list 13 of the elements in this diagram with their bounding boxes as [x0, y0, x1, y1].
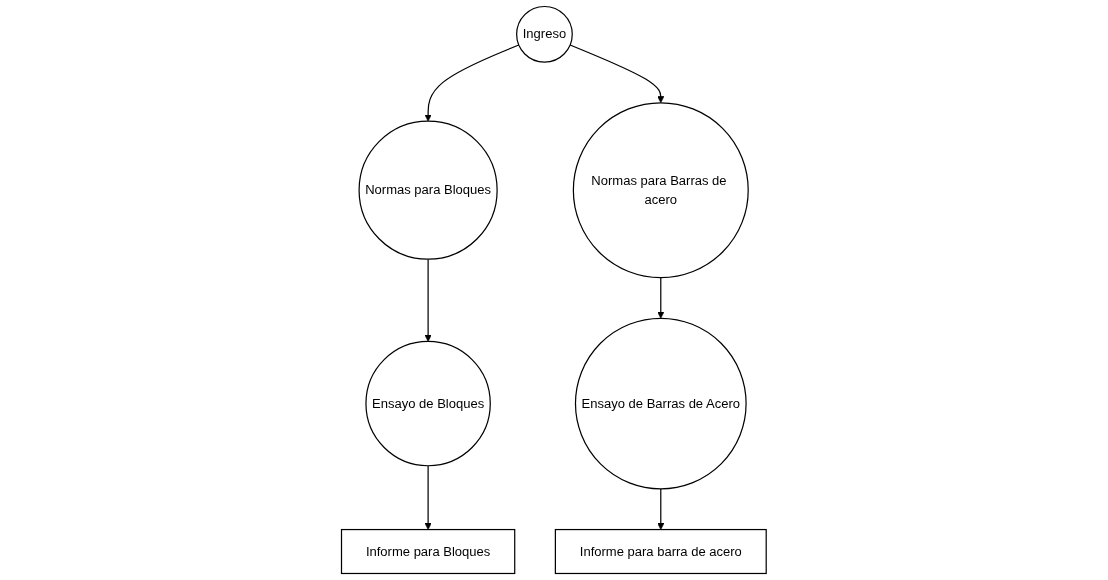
node-circle: Normas para Bloques: [358, 120, 498, 260]
arrow: [569, 44, 665, 104]
arrow: [657, 277, 665, 319]
node-box: Informe para Bloques: [341, 528, 516, 575]
node-circle: Ensayo de Bloques: [365, 340, 492, 467]
node-circle: Ingreso: [516, 5, 573, 63]
arrow: [424, 465, 432, 530]
node-circle: Normas para Barras de acero: [572, 102, 749, 279]
node-circle: Ensayo de Barras de Acero: [575, 317, 747, 490]
arrow: [657, 488, 665, 530]
arrow: [424, 258, 432, 342]
node-box: Informe para barra de acero: [554, 528, 767, 575]
arrow: [424, 44, 520, 122]
